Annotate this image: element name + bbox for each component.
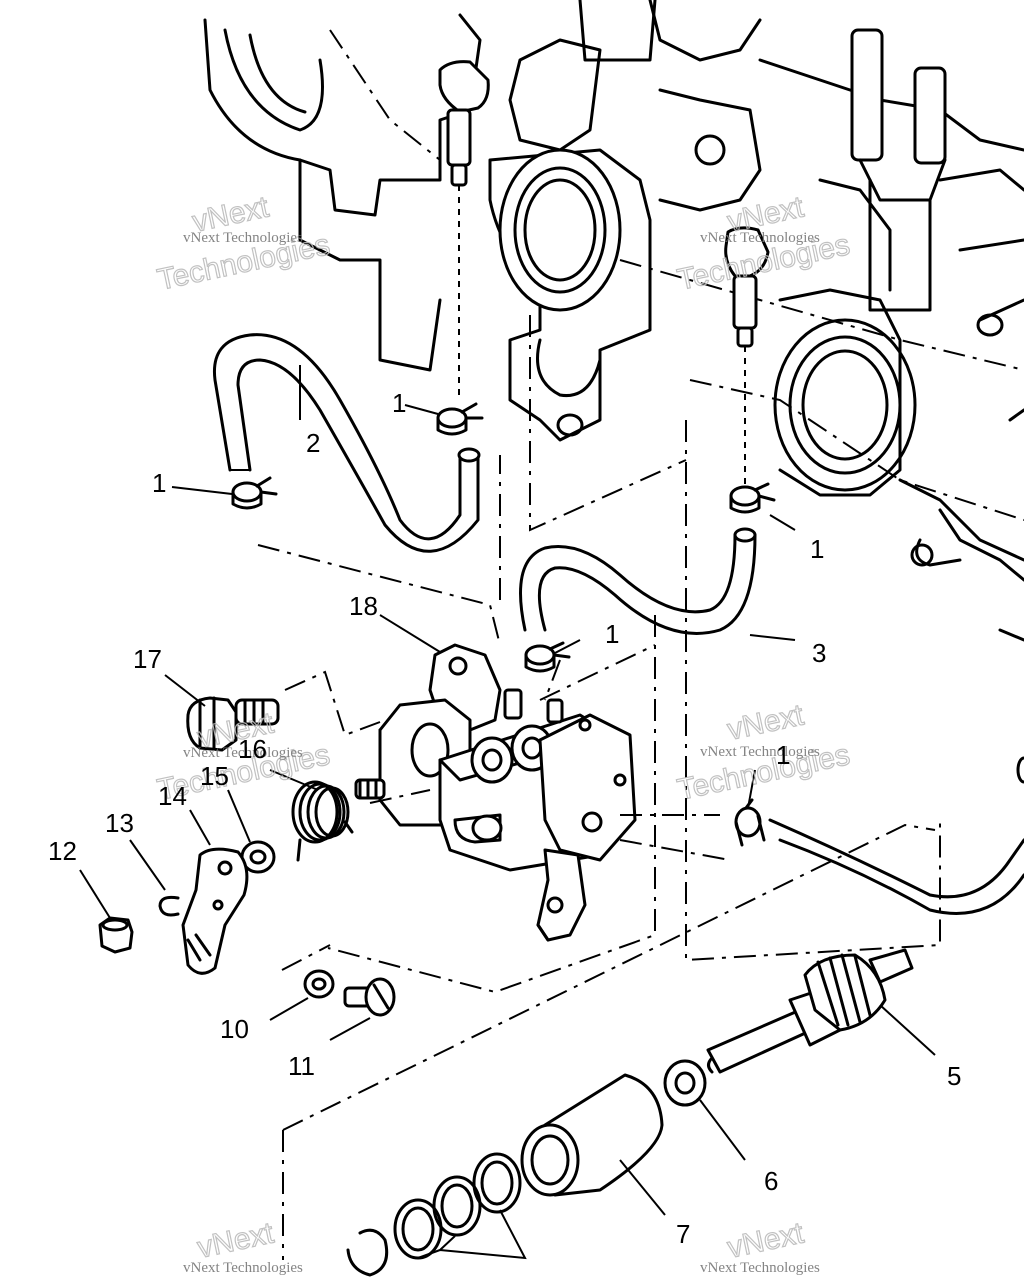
washer-6 [663,1059,707,1107]
callout-1: 1 [392,388,406,418]
callout-18: 18 [349,591,378,621]
banjo-fitting-right [724,226,770,490]
callout-1: 1 [152,468,166,498]
drive-gear-5 [706,948,914,1074]
e-clip-13 [158,895,180,917]
callout-12: 12 [48,836,77,866]
callout-2: 2 [306,428,320,458]
watermark-small: vNext Technologies [700,1260,820,1276]
spring-16 [291,780,354,862]
banjo-fitting-left [438,60,490,400]
banjo-bolt-17 [186,696,280,752]
hose-clamp-d [524,641,571,673]
callout-14: 14 [158,781,187,811]
watermark-small: vNext Technologies [700,744,820,760]
callout-3: 3 [812,638,826,668]
watermark-small: vNext Technologies [183,745,303,761]
watermark-big-top: vNext [195,1216,278,1264]
callout-5: 5 [947,1061,961,1091]
bushing-7 [520,1073,664,1197]
assembly-lines [257,315,941,1260]
lever-14 [181,847,249,975]
hose-clamp-c [729,482,776,514]
watermark-1: vNext Technologies vNext Technologies [154,190,333,298]
watermark-small: vNext Technologies [183,1260,303,1276]
engine-block [203,0,1024,642]
watermark-2: vNext Technologies vNext Technologies [674,190,853,298]
callout-1: 1 [810,534,824,564]
nut-12 [98,916,134,954]
callout-10: 10 [220,1014,249,1044]
watermark-5: vNext vNext Technologies [183,1216,303,1276]
hose-clamp-a [436,402,484,436]
watermark-small: vNext Technologies [183,230,303,246]
watermark-4: vNext Technologies vNext Technologies [674,698,853,808]
watermark-big-top: vNext [725,1216,808,1264]
leader-lines [79,365,936,1260]
callout-1: 1 [605,619,619,649]
oil-pump-assembly [354,643,637,942]
hose-clamp-e [734,798,766,847]
washer-10 [303,969,335,999]
callout-7: 7 [676,1219,690,1249]
watermark-small: vNext Technologies [700,230,820,246]
watermark-big-top: vNext [725,698,808,746]
callout-6: 6 [764,1166,778,1196]
watermark-6: vNext vNext Technologies [700,1216,820,1276]
oil-hose-2 [212,333,481,553]
callout-1: 1 [776,740,790,770]
callout-13: 13 [105,808,134,838]
screw-11 [343,977,396,1017]
callout-labels: 1 2 1 1 1 3 18 17 1 16 15 14 13 12 10 11… [48,388,961,1249]
o-rings [346,1152,522,1277]
oil-hose-3 [519,527,757,635]
callout-16: 16 [238,734,267,764]
callout-11: 11 [288,1051,315,1081]
callout-17: 17 [133,644,162,674]
callout-15: 15 [200,761,229,791]
hose-clamp-b [231,476,278,510]
oil-hose-outlet [768,756,1024,915]
